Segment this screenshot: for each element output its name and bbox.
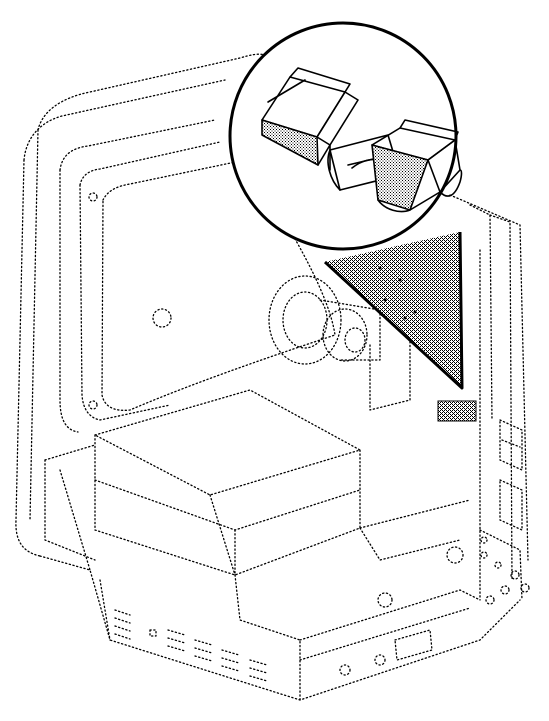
power-supply: [44, 389, 361, 576]
fuse-location-marker: [437, 400, 477, 422]
chassis-base: [39, 499, 521, 701]
magnified-fuse-view: [228, 21, 463, 251]
fuse-callout-pointer: [323, 231, 464, 390]
crt-neck: [268, 275, 411, 411]
fuse-icon: [261, 67, 463, 213]
computer-housing: [15, 53, 336, 557]
logic-board: [449, 194, 530, 605]
